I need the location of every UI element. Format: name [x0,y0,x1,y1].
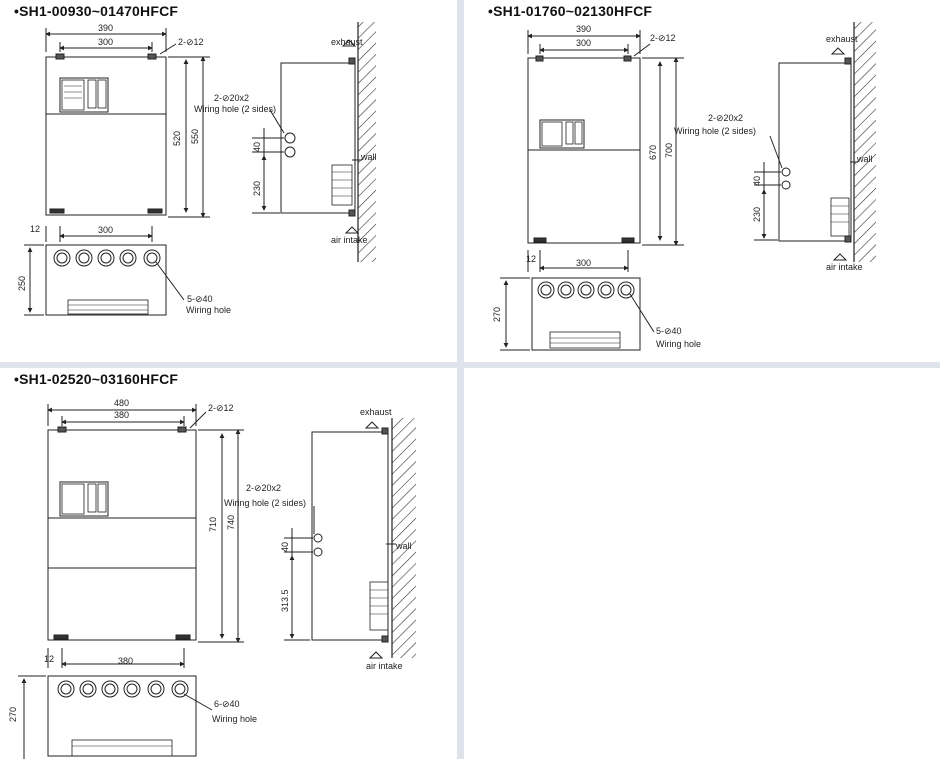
side-view-body [280,62,356,214]
dim-depth: 270 [492,307,502,322]
dim-mount-holes: 2-⊘12 [650,33,676,43]
dim-mount-width: 380 [114,410,129,420]
dim-mount-width: 300 [576,38,591,48]
panel-title: •SH1-01760~02130HFCF [488,3,653,19]
dim-side-hole-height: 230 [252,181,262,196]
panel-empty [464,368,940,759]
wall-hatch [392,418,416,658]
label-wall: wall [360,152,377,162]
panel-title: •SH1-02520~03160HFCF [14,371,179,387]
label-bottom-holes: 6-⊘40 [214,699,240,709]
dimension-labels: 390 300 2-⊘12 520 550 12 300 250 40 230 … [17,23,377,315]
dimension-drawing-1: 390 300 2-⊘12 520 550 12 300 250 40 230 … [17,22,377,316]
dim-offset: 12 [44,654,54,664]
dim-offset: 12 [526,254,536,264]
label-air-intake: air intake [826,262,863,272]
label-exhaust: exhaust [360,407,392,417]
bottom-view-body [47,675,197,757]
dim-mount-holes: 2-⊘12 [208,403,234,413]
dimension-labels: 480 380 2-⊘12 710 740 12 380 270 40 313.… [8,398,412,724]
dim-height: 740 [226,515,236,530]
dim-height: 550 [190,129,200,144]
label-air-intake: air intake [366,661,403,671]
label-bottom-holes: 5-⊘40 [656,326,682,336]
label-side-holes-desc: Wiring hole (2 sides) [674,126,756,136]
label-bottom-holes-desc: Wiring hole [656,339,701,349]
dim-outer-width: 480 [114,398,129,408]
panel-sh1-02520: •SH1-02520~03160HFCF [0,368,457,759]
dimension-labels: 390 300 2-⊘12 670 700 12 300 270 40 230 … [492,24,873,349]
label-wall: wall [395,541,412,551]
label-side-holes-desc: Wiring hole (2 sides) [224,498,306,508]
bottom-view-body [531,277,641,351]
label-side-holes-desc: Wiring hole (2 sides) [194,104,276,114]
dim-outer-width: 390 [576,24,591,34]
dim-depth: 250 [17,276,27,291]
dim-mount-height: 710 [208,517,218,532]
panel-title: •SH1-00930~01470HFCF [14,3,179,19]
dim-side-hole-spacing: 40 [752,176,762,186]
dim-bottom-mount: 300 [98,225,113,235]
dim-depth: 270 [8,707,18,722]
dim-height: 700 [664,143,674,158]
dim-bottom-mount: 300 [576,258,591,268]
wall-hatch [854,22,876,262]
side-view-body [311,431,389,641]
label-wall: wall [856,154,873,164]
front-view-body [47,429,197,641]
dim-side-hole-spacing: 40 [280,542,290,552]
dim-mount-height: 520 [172,131,182,146]
dim-mount-height: 670 [648,145,658,160]
label-exhaust: exhaust [331,37,363,47]
label-side-holes: 2-⊘20x2 [246,483,281,493]
dimension-drawing-3: 480 380 2-⊘12 710 740 12 380 270 40 313.… [8,398,416,759]
dim-side-hole-height: 313.5 [280,589,290,612]
panel-sh1-00930: •SH1-00930~01470HFCF [0,0,457,362]
panel-sh1-01760: •SH1-01760~02130HFCF [464,0,940,362]
dim-side-hole-height: 230 [752,207,762,222]
label-bottom-holes-desc: Wiring hole [212,714,257,724]
label-side-holes: 2-⊘20x2 [214,93,249,103]
label-air-intake: air intake [331,235,368,245]
label-side-holes: 2-⊘20x2 [708,113,743,123]
label-bottom-holes: 5-⊘40 [187,294,213,304]
label-exhaust: exhaust [826,34,858,44]
side-view-body [778,62,852,242]
dim-outer-width: 390 [98,23,113,33]
dim-bottom-mount: 380 [118,656,133,666]
dim-side-hole-spacing: 40 [252,142,262,152]
dim-offset: 12 [30,224,40,234]
bottom-view-body [45,244,167,316]
dimension-drawing-2: 390 300 2-⊘12 670 700 12 300 270 40 230 … [492,22,876,351]
dim-mount-width: 300 [98,37,113,47]
dim-mount-holes: 2-⊘12 [178,37,204,47]
wall-hatch [358,22,376,262]
label-bottom-holes-desc: Wiring hole [186,305,231,315]
